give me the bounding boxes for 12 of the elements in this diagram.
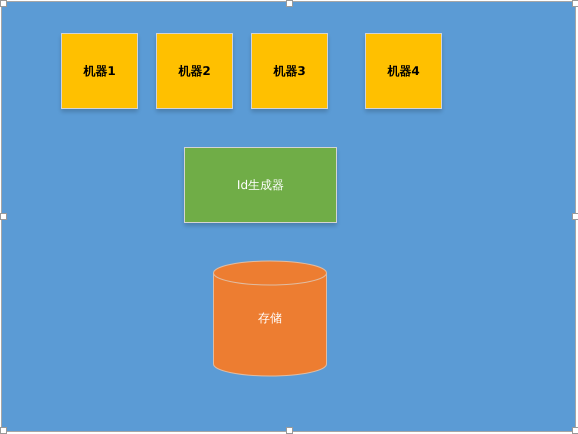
process-box <box>365 33 442 109</box>
process-box <box>184 147 337 223</box>
process-box <box>251 33 328 109</box>
box-label: Id生成器 <box>236 176 284 194</box>
box-label: 机器2 <box>178 62 211 80</box>
box-label: 机器3 <box>273 62 306 80</box>
process-box <box>61 33 138 109</box>
box-label: 机器4 <box>387 62 420 80</box>
process-box <box>156 33 233 109</box>
cylinder-label: 存储 <box>258 310 282 327</box>
box-label: 机器1 <box>83 62 116 80</box>
storage-cylinder <box>213 261 327 376</box>
